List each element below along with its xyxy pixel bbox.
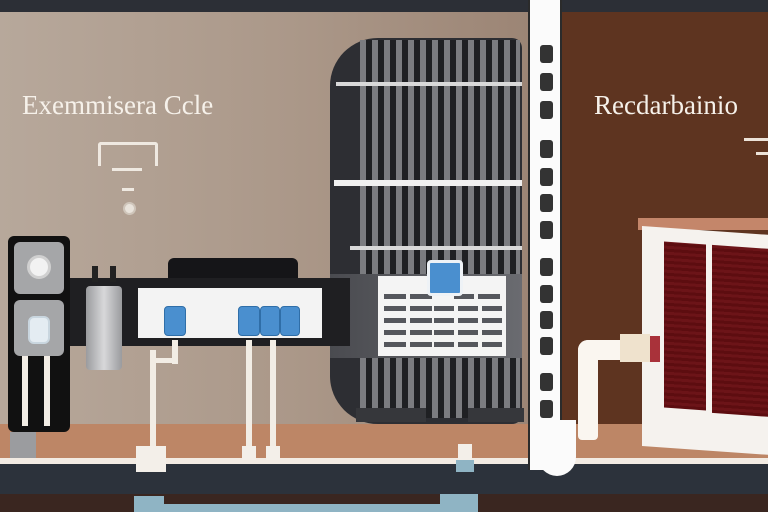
wall-sign-line [112,168,142,171]
fin-bar-middle [334,180,522,186]
manifold-top-cover [168,258,298,278]
pipe-2 [246,340,252,446]
control-panel [138,288,322,338]
pipe-1b [172,340,178,364]
basement-band [0,464,768,494]
valve-handle [650,336,660,362]
gauge-icon-4 [280,306,300,336]
sensor-top [14,242,64,294]
wall-mark [744,138,768,141]
pipe-1-elbow [150,358,178,363]
evaporator-unit [330,38,522,424]
drain-pipe-elbow [578,340,624,360]
wall-sign-line-2 [122,188,134,191]
floor-drain-cap [456,460,474,472]
sensor-pipe-2 [44,356,50,426]
sensor-bottom [14,300,64,356]
wall-sign-icon [98,142,158,166]
drain-outlet [538,420,576,476]
floor-left [0,424,528,460]
sensor-base [10,432,36,458]
sensor-pipe-1 [22,356,28,426]
evaporator-fins [360,40,520,280]
window-frame [642,226,768,455]
filter-canister [86,286,122,370]
fin-bar-top [336,82,522,86]
unit-foot-right [468,408,524,422]
basement-pipe-1 [134,496,164,512]
floor-plug-4 [458,444,472,460]
sensor-dial-icon [27,255,51,279]
left-section-title: Exemmisera Ccle [22,90,214,120]
pipe-3 [270,340,276,446]
gauge-icon-3 [260,306,280,336]
window-shade-right [712,244,768,417]
unit-sensor-icon [427,260,463,296]
floor-plug-2 [242,446,256,460]
sensor-module [8,236,70,432]
top-border [0,0,768,12]
floor-plug-3 [266,446,280,460]
right-section-title: Recdarbainio [594,90,738,120]
fin-bar-bottom [350,246,522,250]
valve-stem-1 [92,266,98,282]
wall-knob-icon [123,202,136,215]
drain-pipe [578,340,598,440]
gauge-icon-2 [238,306,260,336]
unit-foot-left [356,408,426,422]
valve-stem-2 [110,266,116,282]
section-divider-rail [528,0,562,470]
basement-pipe-2 [164,504,444,512]
pipe-1 [150,350,156,446]
basement-pipe-3 [440,494,478,512]
window-shade-left [664,241,706,411]
floor-plug-1 [136,446,166,472]
floor-edge [0,458,768,464]
sensor-gauge-icon [28,316,50,344]
wall-mark-2 [756,152,768,155]
valve-body [620,334,650,362]
gauge-icon-1 [164,306,186,336]
